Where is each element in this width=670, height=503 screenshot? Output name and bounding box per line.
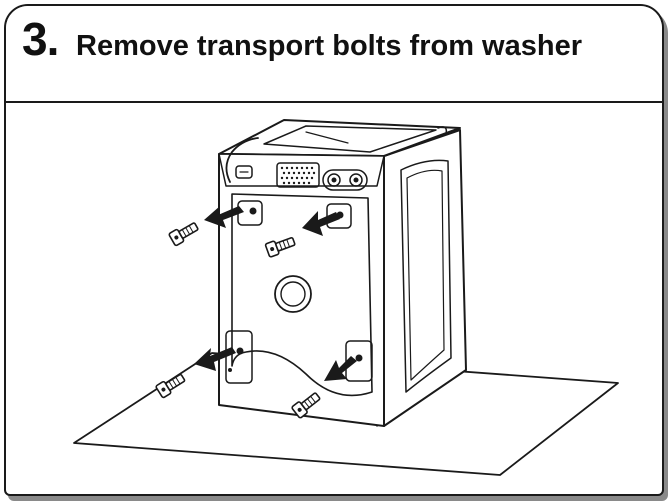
- water-inlet-valves: [322, 169, 368, 191]
- drain-hole: [274, 275, 312, 313]
- vent-dots: [280, 166, 316, 185]
- washer-top: [218, 119, 461, 157]
- vent-grille: [276, 162, 320, 188]
- power-cord: [225, 137, 259, 183]
- rear-cover-outline: [231, 193, 373, 397]
- step-title: Remove transport bolts from washer: [76, 30, 582, 62]
- washer-illustration: [73, 119, 619, 476]
- step-header: 3. Remove transport bolts from washer: [6, 6, 662, 103]
- instruction-card: 3. Remove transport bolts from washer: [4, 4, 664, 496]
- transport-bolt-icon: [155, 222, 321, 419]
- washer-back-panel: [218, 137, 385, 427]
- step-number: 3.: [22, 13, 59, 65]
- removal-arrow-icon: [194, 206, 357, 381]
